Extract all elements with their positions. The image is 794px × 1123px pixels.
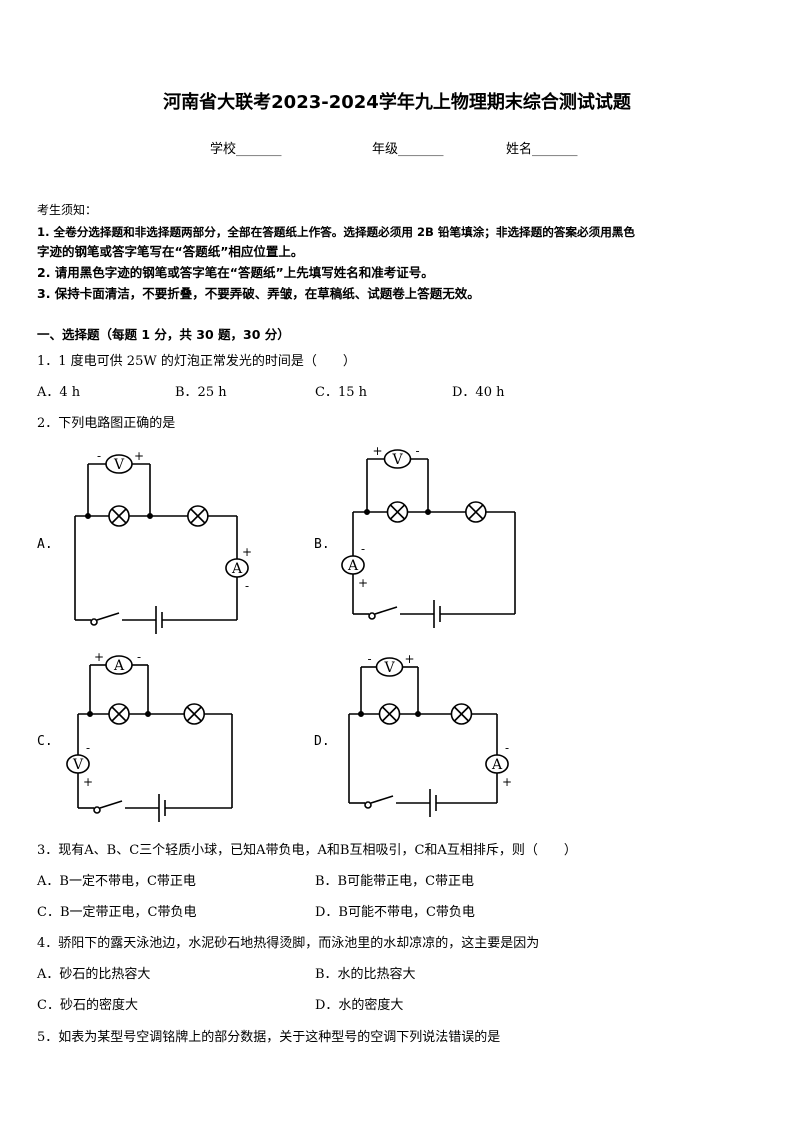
meter-letter: A <box>347 558 359 574</box>
question-stem: 3．现有A、B、C三个轻质小球，已知A带负电，A和B互相吸引，C和A互相排斥，则… <box>37 843 577 858</box>
meter-letter: V <box>383 660 395 676</box>
option-c: C．砂石的密度大 <box>37 998 138 1013</box>
polarity-sign: + <box>372 444 382 458</box>
wire <box>389 504 406 520</box>
circuit-d: V-+A-+ <box>348 652 512 817</box>
polarity-sign: - <box>367 652 371 666</box>
polarity-sign: - <box>137 650 141 664</box>
polarity-sign: - <box>361 542 365 556</box>
wire <box>190 508 206 524</box>
wire <box>186 706 202 722</box>
page-title: 河南省大联考2023-2024学年九上物理期末综合测试试题 <box>163 92 631 113</box>
polarity-sign: - <box>415 444 419 458</box>
notice-line: 字迹的钢笔或答字笔写在“答题纸”相应位置上。 <box>37 244 304 259</box>
polarity-sign: + <box>94 650 104 664</box>
polarity-sign: + <box>404 652 414 666</box>
wire <box>453 706 470 722</box>
question-stem: 4．骄阳下的露天泳池边，水泥砂石地热得烫脚，而泳池里的水却凉凉的，这主要是因为 <box>37 936 540 951</box>
circuit-b: V+-A-+ <box>341 444 516 628</box>
notice-line: 1. 全卷分选择题和非选择题两部分，全部在答题纸上作答。选择题必须用 2B 铅笔… <box>37 225 635 239</box>
lamp-icon <box>378 703 401 725</box>
option-a: A．4 h <box>37 385 81 400</box>
polarity-sign: + <box>83 775 93 789</box>
circuit-a: V-+A+- <box>74 449 252 634</box>
school-field[interactable]: 学校_______ <box>210 142 282 157</box>
switch-pivot <box>90 618 98 626</box>
wire <box>111 508 127 524</box>
option-b: B．25 h <box>175 385 227 400</box>
wire <box>468 504 484 520</box>
meter-letter: A <box>491 757 503 773</box>
circuit-label: C. <box>37 734 53 749</box>
section-heading: 一、选择题（每题 1 分，共 30 题，30 分） <box>37 327 290 342</box>
lamp-icon <box>108 505 130 527</box>
lamp-icon <box>450 703 473 725</box>
meter-a-icon <box>485 754 509 774</box>
meter-letter: V <box>113 457 125 473</box>
option-d: D．水的密度大 <box>315 998 404 1013</box>
lamp-icon <box>108 703 130 725</box>
polarity-sign: - <box>97 449 101 463</box>
wire <box>96 612 120 621</box>
option-b: B．水的比热容大 <box>315 967 416 982</box>
wire <box>381 706 398 722</box>
name-field[interactable]: 姓名_______ <box>506 142 578 157</box>
option-c: C．B一定带正电，C带负电 <box>37 905 197 920</box>
wire <box>111 706 127 722</box>
meter-v-icon <box>66 754 90 774</box>
switch-pivot <box>368 612 376 620</box>
meter-v-icon <box>105 454 133 474</box>
switch-pivot <box>93 806 101 814</box>
circuit-label: A. <box>37 537 53 552</box>
polarity-sign: + <box>502 775 512 789</box>
lamp-icon <box>465 501 487 523</box>
option-a: A．砂石的比热容大 <box>37 967 151 982</box>
notice-line: 2. 请用黑色字迹的钢笔或答字笔在“答题纸”上先填写姓名和准考证号。 <box>37 265 434 280</box>
polarity-sign: - <box>245 579 249 593</box>
wire <box>99 800 123 809</box>
option-b: B．B可能带正电，C带正电 <box>315 874 475 889</box>
meter-a-icon <box>341 555 365 575</box>
meter-letter: V <box>391 452 403 468</box>
polarity-sign: + <box>358 576 368 590</box>
circuit-c: A+-V-+ <box>66 650 233 822</box>
lamp-icon <box>386 501 409 523</box>
polarity-sign: + <box>134 449 144 463</box>
meter-a-icon <box>105 655 133 675</box>
question-stem: 1．1 度电可供 25W 的灯泡正常发光的时间是（ ） <box>37 354 356 369</box>
question-stem: 5．如表为某型号空调铭牌上的部分数据，关于这种型号的空调下列说法错误的是 <box>37 1030 501 1045</box>
polarity-sign: + <box>242 545 252 559</box>
meter-v-icon <box>375 657 404 677</box>
notice-line: 3. 保持卡面清洁，不要折叠，不要弄破、弄皱，在草稿纸、试题卷上答题无效。 <box>37 286 480 301</box>
option-a: A．B一定不带电，C带正电 <box>37 874 196 889</box>
polarity-sign: - <box>86 741 90 755</box>
option-c: C．15 h <box>315 385 367 400</box>
wire <box>374 606 398 615</box>
meter-v-icon <box>383 449 412 469</box>
circuit-label: B. <box>314 537 330 552</box>
option-d: D．B可能不带电，C带负电 <box>315 905 475 920</box>
lamp-icon <box>183 703 205 725</box>
notice-heading: 考生须知： <box>37 203 98 217</box>
wire <box>370 795 394 804</box>
meter-letter: A <box>113 658 125 674</box>
meter-letter: V <box>72 757 84 773</box>
polarity-sign: - <box>505 741 509 755</box>
question-stem: 2．下列电路图正确的是 <box>37 416 176 431</box>
circuit-label: D. <box>314 734 330 749</box>
lamp-icon <box>187 505 209 527</box>
meter-letter: A <box>231 561 243 577</box>
meter-a-icon <box>225 558 249 578</box>
switch-pivot <box>364 801 372 809</box>
grade-field[interactable]: 年级_______ <box>372 142 444 157</box>
option-d: D．40 h <box>452 385 505 400</box>
